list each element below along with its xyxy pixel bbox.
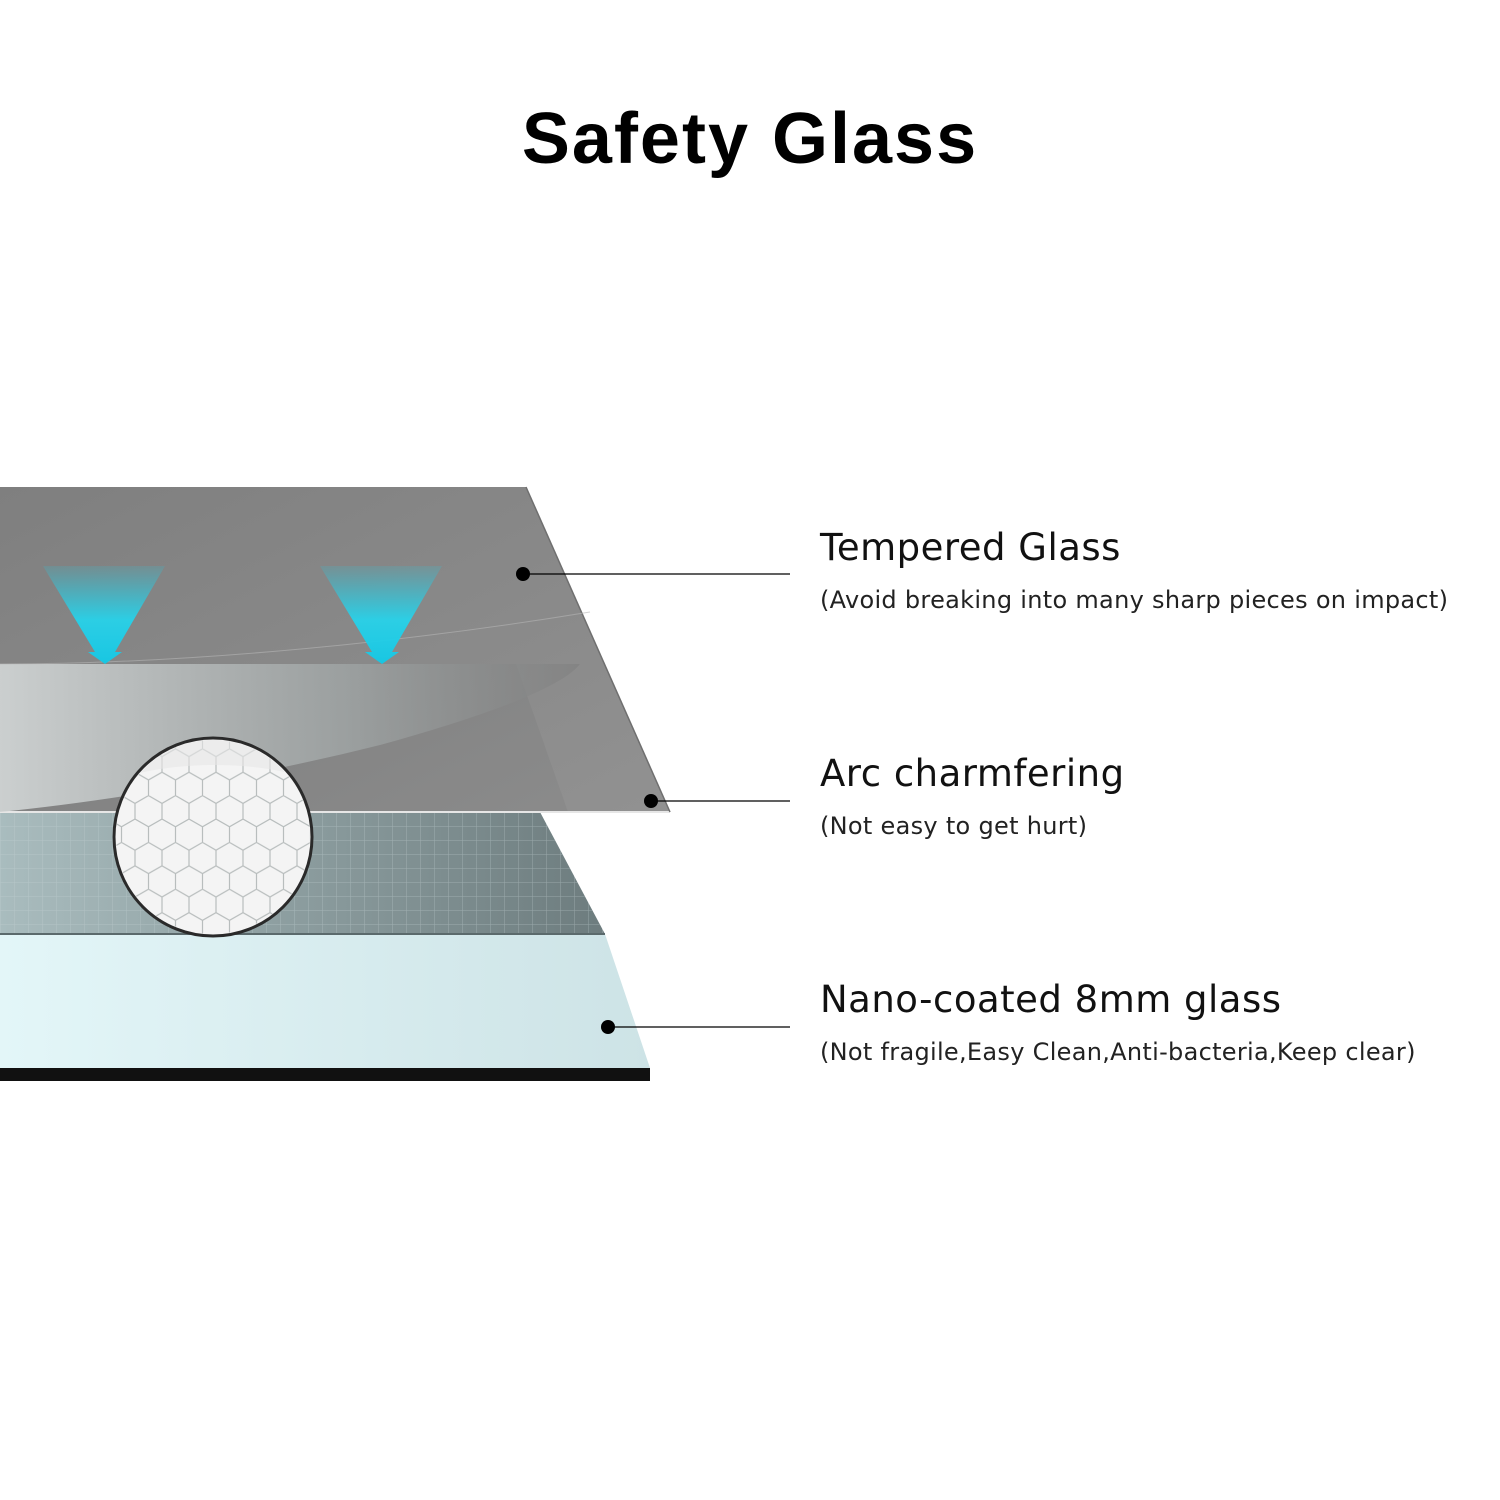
down-arrow-icon	[43, 566, 165, 664]
layer-desc-tempered: (Avoid breaking into many sharp pieces o…	[820, 586, 1449, 614]
base-glass-edge	[0, 1068, 650, 1081]
base-glass-layer	[0, 934, 650, 1068]
layer-desc-nano: (Not fragile,Easy Clean,Anti-bacteria,Ke…	[820, 1038, 1416, 1066]
magnifier-honeycomb-icon	[112, 736, 314, 938]
layer-name-nano: Nano-coated 8mm glass	[820, 978, 1282, 1021]
layer-desc-arc: (Not easy to get hurt)	[820, 812, 1088, 840]
down-arrow-icon	[320, 566, 442, 664]
leader-arc	[644, 794, 790, 808]
page-title: Safety Glass	[521, 99, 979, 179]
leader-nano	[601, 1020, 790, 1034]
layer-name-tempered: Tempered Glass	[820, 526, 1121, 569]
layer-name-arc: Arc charmfering	[820, 752, 1125, 795]
leader-tempered	[516, 567, 790, 581]
